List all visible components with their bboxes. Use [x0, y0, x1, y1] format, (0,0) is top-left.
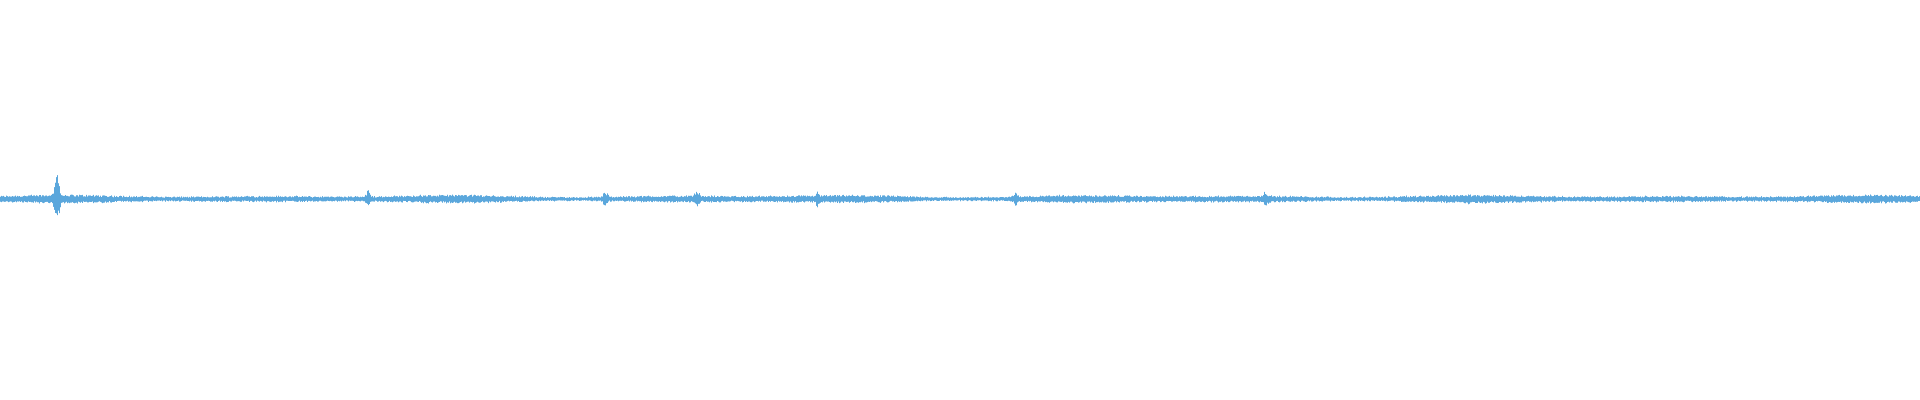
waveform-trace [0, 175, 1920, 216]
